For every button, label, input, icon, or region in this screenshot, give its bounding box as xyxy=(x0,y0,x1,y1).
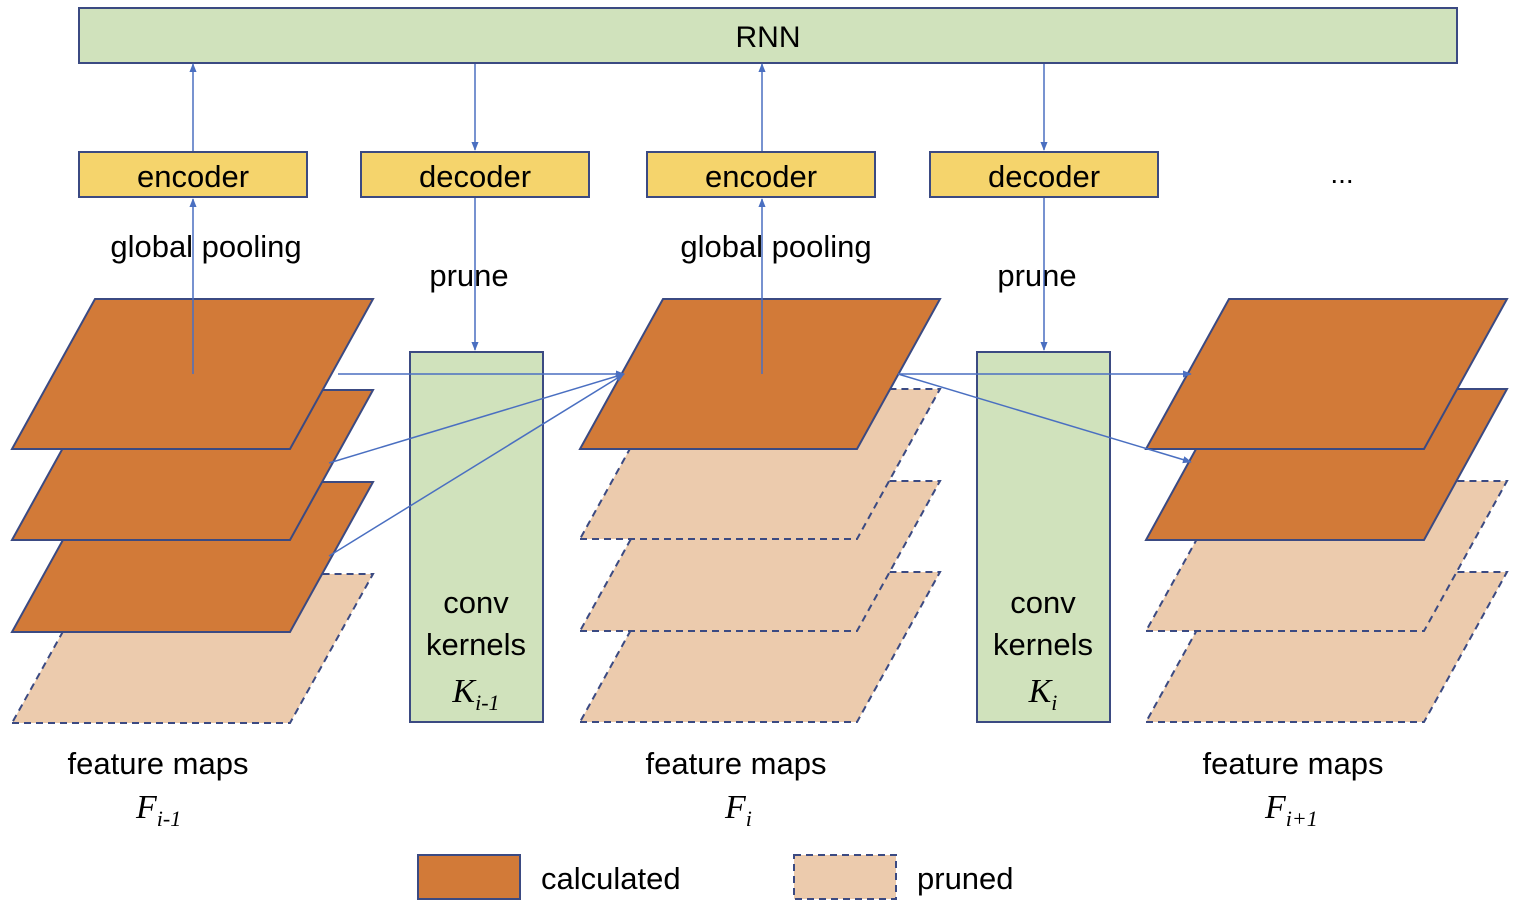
decoder-2: decoder xyxy=(929,151,1159,198)
encoder-label: encoder xyxy=(137,159,249,194)
arrow-conv-flow xyxy=(328,372,625,464)
feature-maps-symbol: Fi+1 xyxy=(1264,789,1318,831)
decoder-label: decoder xyxy=(419,159,531,194)
conv-kernels-k-i: conv kernels Ki xyxy=(976,351,1111,723)
arrows xyxy=(189,63,1192,557)
feature-maps-f-i-plus-1 xyxy=(1144,298,1509,723)
kernel-line2: kernels xyxy=(426,627,526,662)
encoder-2: encoder xyxy=(646,151,876,198)
rnn-label: RNN xyxy=(736,21,801,54)
conv-kernels-k-i-minus-1: conv kernels Ki-1 xyxy=(409,351,544,723)
decoder-1: decoder xyxy=(360,151,590,198)
legend: calculated pruned xyxy=(417,854,1014,900)
arrow-conv-flow xyxy=(328,373,625,557)
calculated-layer xyxy=(1144,298,1509,450)
kernel-symbol: Ki-1 xyxy=(451,673,499,715)
arrow-conv-flow xyxy=(897,373,1192,464)
calculated-layer xyxy=(578,298,942,450)
legend-calculated-swatch xyxy=(417,854,521,900)
prune-label: prune xyxy=(429,258,508,293)
rnn-block: RNN xyxy=(78,7,1458,64)
legend-pruned-label: pruned xyxy=(917,861,1014,896)
global-pooling-label: global pooling xyxy=(110,229,301,264)
ellipsis: ... xyxy=(1330,158,1353,189)
kernel-line1: conv xyxy=(1010,585,1076,620)
kernel-line1: conv xyxy=(443,585,509,620)
legend-calculated-label: calculated xyxy=(541,861,681,896)
kernel-line2: kernels xyxy=(993,627,1093,662)
feature-maps-symbol: Fi xyxy=(724,789,752,831)
feature-maps-symbol: Fi-1 xyxy=(135,789,181,831)
legend-pruned-swatch xyxy=(793,854,897,900)
feature-maps-label: feature maps xyxy=(68,746,249,781)
feature-maps-label: feature maps xyxy=(646,746,827,781)
prune-label: prune xyxy=(997,258,1076,293)
feature-maps-f-i xyxy=(578,298,942,723)
encoder-label: encoder xyxy=(705,159,817,194)
encoder-1: encoder xyxy=(78,151,308,198)
decoder-label: decoder xyxy=(988,159,1100,194)
kernel-symbol: Ki xyxy=(1028,673,1058,715)
global-pooling-label: global pooling xyxy=(680,229,871,264)
feature-maps-label: feature maps xyxy=(1203,746,1384,781)
feature-maps-f-i-minus-1 xyxy=(10,298,375,724)
